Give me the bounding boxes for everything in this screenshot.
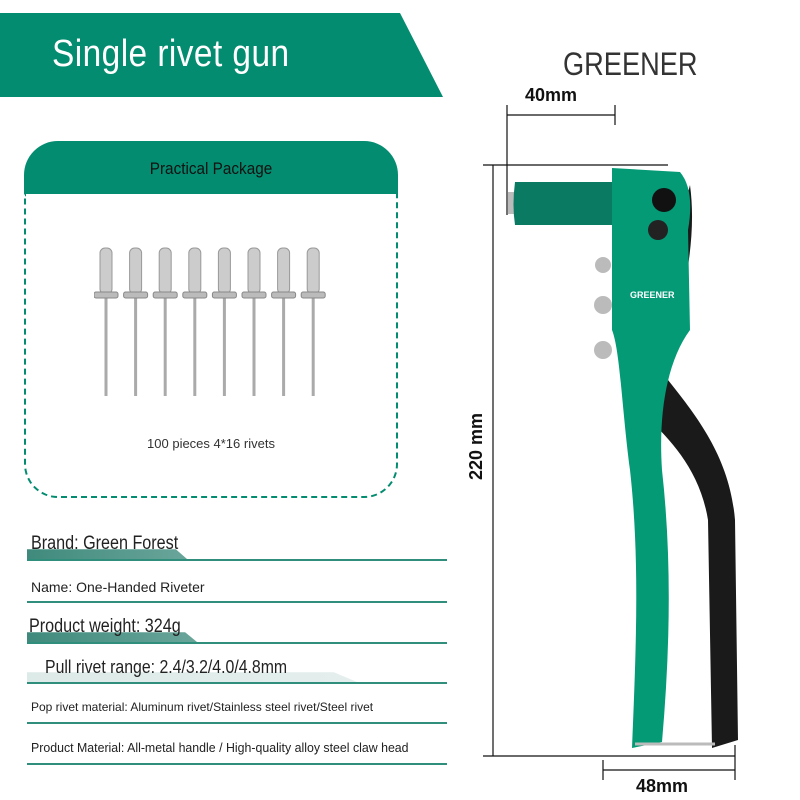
page-title: Single rivet gun <box>52 33 290 75</box>
spec-product-material: Product Material: All-metal handle / Hig… <box>27 732 447 765</box>
body-label: GREENER <box>630 290 675 300</box>
rivet <box>182 247 208 396</box>
spec-text: Name: One-Handed Riveter <box>31 579 205 595</box>
spec-text: Pop rivet material: Aluminum rivet/Stain… <box>31 700 374 714</box>
rivet <box>271 247 297 396</box>
spec-name: Name: One-Handed Riveter <box>27 571 447 603</box>
spec-text: Product Material: All-metal handle / Hig… <box>31 740 409 755</box>
rivet <box>241 247 267 396</box>
rivet <box>152 247 178 396</box>
spec-rivet-range: Pull rivet range: 2.4/3.2/4.0/4.8mm <box>27 650 447 684</box>
rivet <box>211 247 237 396</box>
rivet <box>94 247 119 396</box>
title-banner: Single rivet gun <box>0 13 443 97</box>
brand-logo: GREENER <box>563 46 698 82</box>
spec-brand: Brand: Green Forest <box>27 530 447 561</box>
dim-head-width: 40mm <box>525 85 578 105</box>
spec-text: Product weight: 324g <box>29 616 181 637</box>
package-title: Practical Package <box>149 159 273 178</box>
spec-rivet-material: Pop rivet material: Aluminum rivet/Stain… <box>27 692 447 724</box>
package-caption: 100 pieces 4*16 rivets <box>147 436 275 451</box>
package-box: Practical Package 100 pieces 4*16 rivets <box>24 141 398 498</box>
spec-weight: Product weight: 324g <box>27 610 447 644</box>
rivets-illustration <box>94 247 326 396</box>
package-body <box>24 194 398 498</box>
spec-text: Brand: Green Forest <box>31 533 179 554</box>
package-header: Practical Package <box>24 141 398 194</box>
rivet <box>123 247 149 396</box>
spec-text: Pull rivet range: 2.4/3.2/4.0/4.8mm <box>45 657 288 677</box>
dim-base-width: 48mm <box>636 776 689 796</box>
rivet <box>300 247 326 396</box>
dimension-lines <box>483 105 736 780</box>
